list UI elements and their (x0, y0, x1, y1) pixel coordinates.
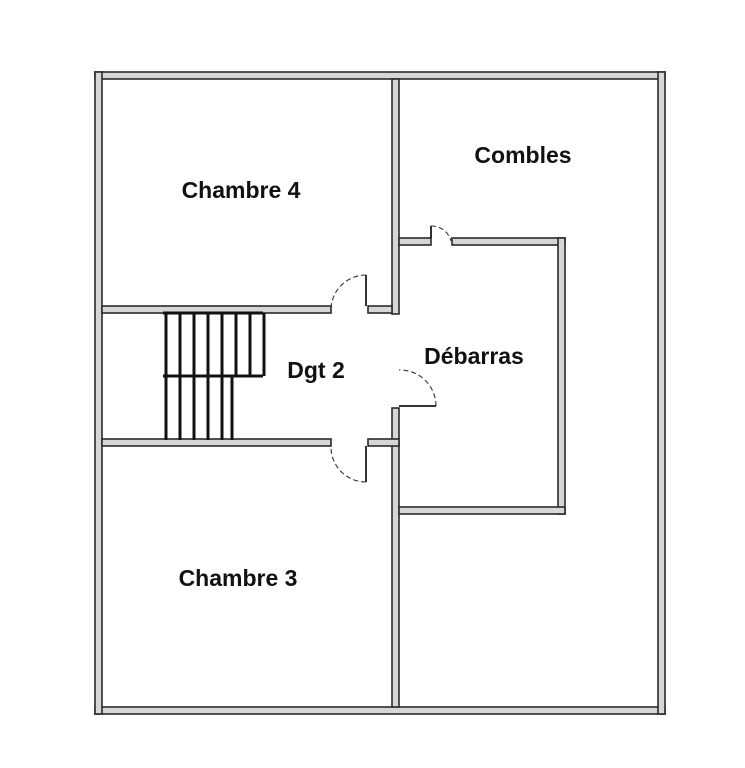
outer-walls (94, 71, 666, 715)
interior-walls (101, 78, 566, 708)
outer-wall-right (657, 71, 666, 715)
room-label-chambre4: Chambre 4 (182, 177, 301, 203)
wall-dgt-chambre3-right (367, 438, 400, 447)
outer-wall-left (94, 71, 103, 715)
room-label-debarras: Débarras (424, 343, 524, 369)
door-combles (430, 225, 452, 242)
door-chambre4 (330, 274, 367, 311)
room-label-dgt2: Dgt 2 (287, 357, 345, 383)
wall-dgt-chambre3 (101, 438, 332, 447)
wall-central-upper (391, 78, 400, 315)
doors (330, 225, 452, 483)
wall-debarras-right (557, 237, 566, 515)
staircase (163, 311, 266, 440)
wall-debarras-top-right (451, 237, 566, 246)
wall-debarras-bottom (398, 506, 566, 515)
outer-wall-top (94, 71, 666, 80)
wall-central-lower (391, 407, 400, 708)
room-label-combles: Combles (474, 142, 571, 168)
room-label-chambre3: Chambre 3 (179, 565, 298, 591)
door-chambre3 (330, 445, 367, 483)
wall-chambre4-dgt-right (367, 305, 393, 314)
wall-debarras-top-left (398, 237, 432, 246)
door-debarras (398, 369, 437, 407)
outer-wall-bottom (94, 706, 666, 715)
